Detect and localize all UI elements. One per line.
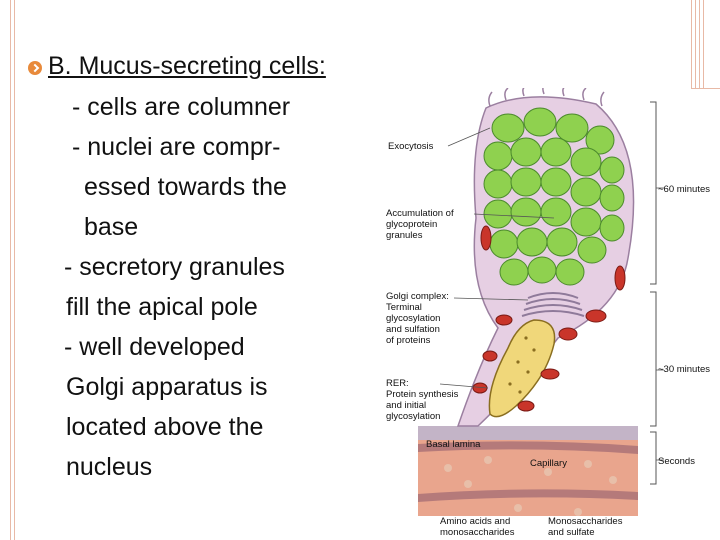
label-60-minutes: ~60 minutes	[658, 184, 711, 195]
capillary-wall	[418, 441, 638, 454]
bullet-line: - cells are columner	[72, 93, 291, 121]
connective-tissue	[418, 426, 638, 516]
secretory-granules	[483, 107, 625, 286]
bullet-line: nucleus	[66, 453, 153, 481]
label-capillary: Capillary	[530, 458, 567, 469]
label-exocytosis: Exocytosis	[388, 141, 434, 152]
nucleus	[488, 319, 556, 418]
bullet-line: fill the apical pole	[66, 293, 258, 321]
mucus-cell-figure: Exocytosis Accumulation of glycoprotein …	[358, 88, 720, 540]
microvilli	[488, 88, 605, 107]
label-basal-lamina: Basal lamina	[426, 439, 481, 450]
goblet-cell-illustration	[418, 88, 664, 516]
frame-line-left-outer	[10, 0, 11, 540]
label-golgi: Golgi complex: Terminal glycosylation an…	[386, 291, 449, 346]
heading-label: B. Mucus-secreting cells:	[48, 52, 326, 80]
bullet-icon	[28, 61, 42, 75]
label-monosaccharides: Monosaccharides and sulfate	[548, 516, 623, 538]
frame-line-right	[691, 0, 692, 88]
bullet-line: base	[84, 213, 139, 241]
label-accumulation: Accumulation of glycoprotein granules	[386, 208, 454, 241]
label-seconds: Seconds	[658, 456, 695, 467]
capillary-wall	[418, 489, 638, 502]
label-amino-acids: Amino acids and monosaccharides	[440, 516, 515, 538]
chromatin	[508, 336, 536, 394]
bullet-line: Golgi apparatus is	[66, 373, 268, 401]
time-brackets	[650, 101, 657, 485]
slide-text-body: B. Mucus-secreting cells: - cells are co…	[0, 0, 400, 540]
frame-line-right	[695, 0, 696, 88]
bullet-line: located above the	[66, 413, 264, 441]
basal-lamina-band	[418, 426, 638, 440]
leader-lines	[439, 127, 664, 461]
frame-line-right	[699, 0, 700, 88]
label-rer: RER: Protein synthesis and initial glyco…	[386, 378, 459, 422]
rough-er	[472, 225, 626, 412]
tissue-dots	[444, 456, 617, 516]
bullet-line: - well developed	[64, 333, 245, 361]
bullet-line: - secretory granules	[64, 253, 285, 281]
bullet-line: - nuclei are compr-	[72, 133, 281, 161]
frame-line-horizontal	[691, 88, 720, 89]
frame-line-right	[703, 0, 704, 88]
label-30-minutes: ~30 minutes	[658, 364, 711, 375]
frame-line-left-inner	[14, 0, 15, 540]
bullet-line: essed towards the	[84, 173, 287, 201]
golgi-stacks	[521, 292, 585, 317]
slide-heading: B. Mucus-secreting cells:	[28, 52, 326, 81]
